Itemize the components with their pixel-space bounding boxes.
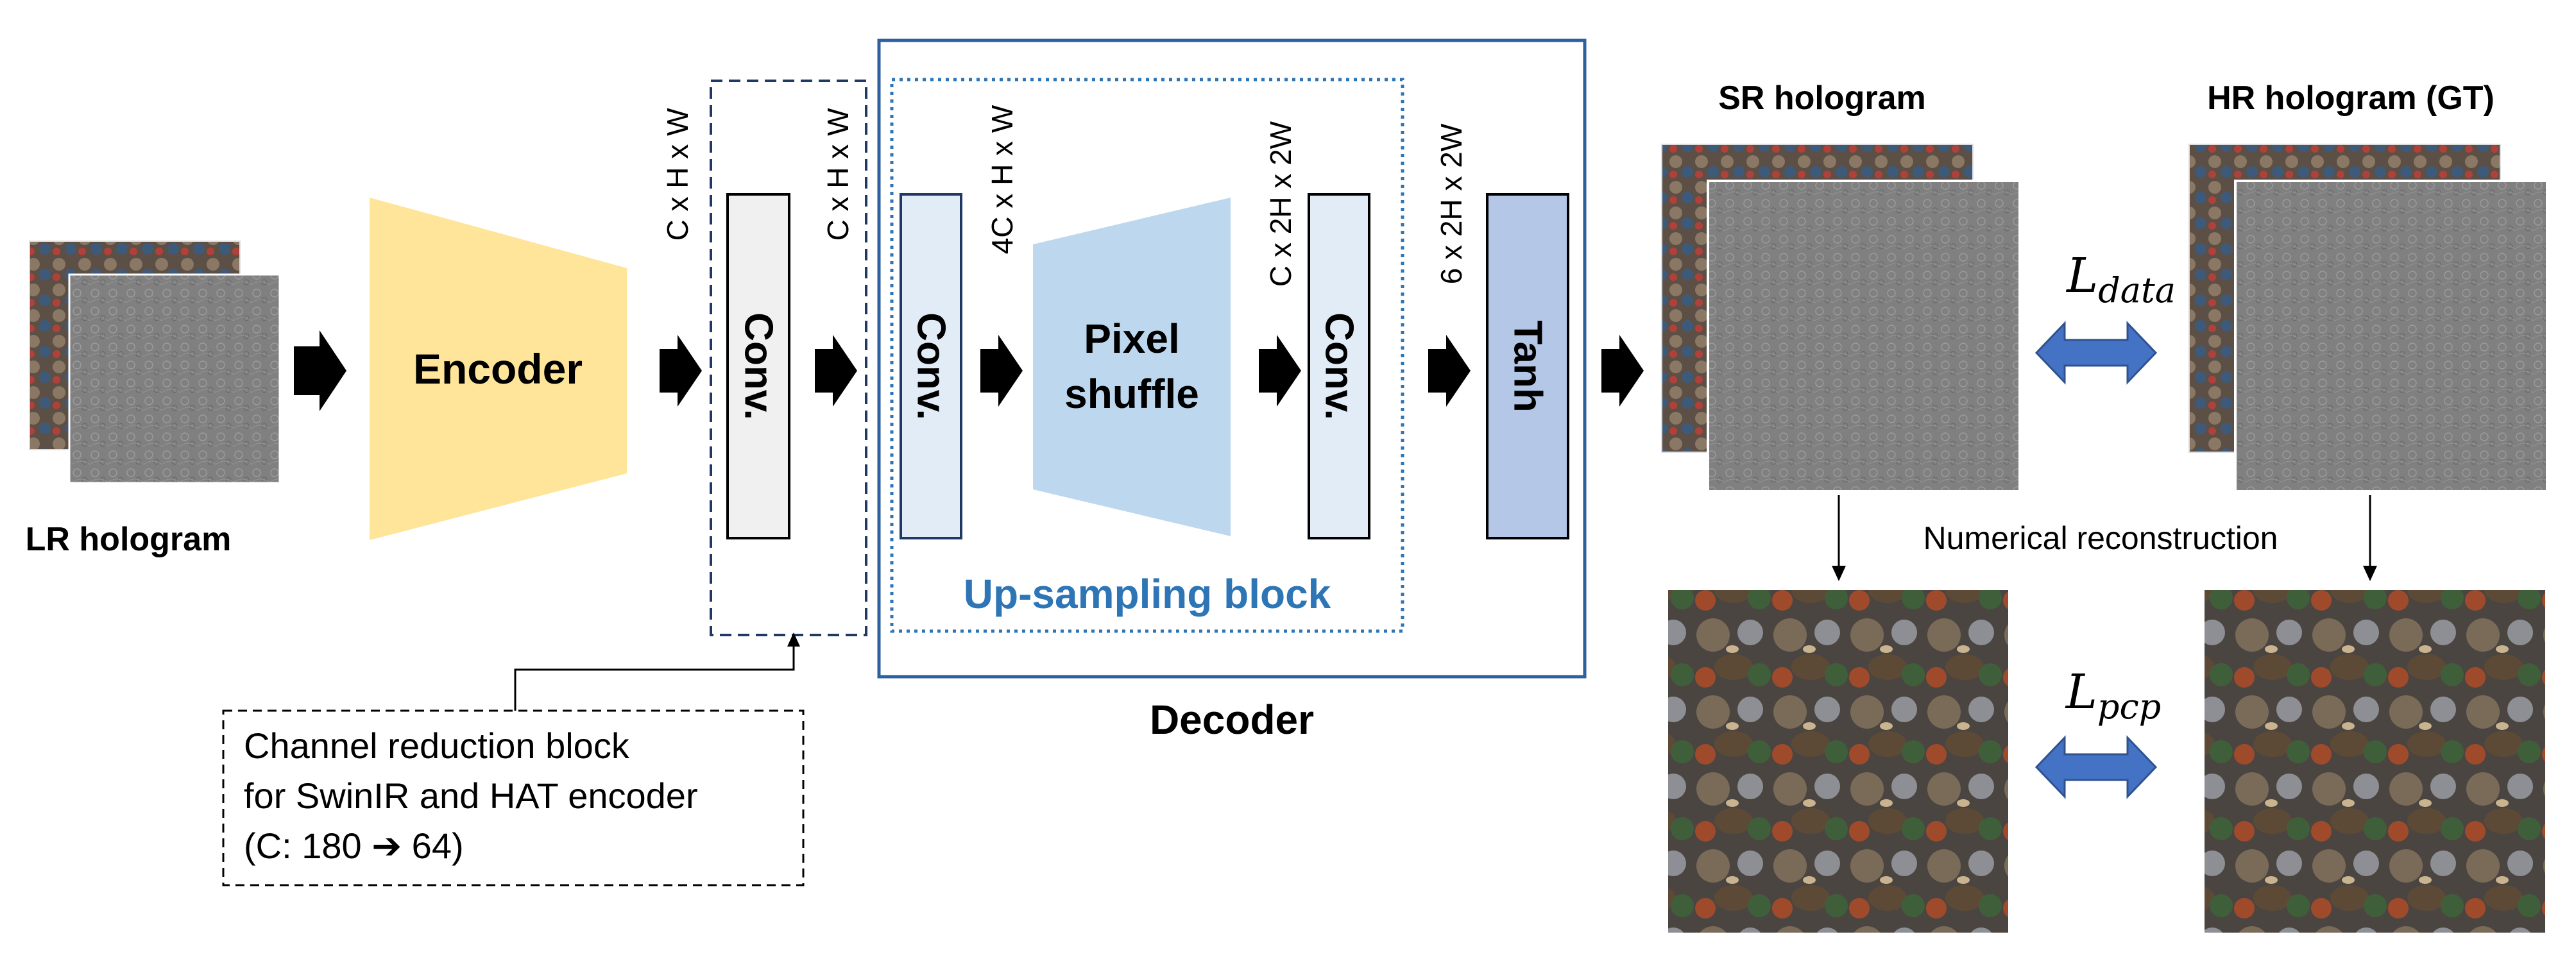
upsampling-block-label: Up-sampling block	[964, 571, 1331, 617]
note-connector-arrowhead-icon	[787, 632, 800, 647]
note-line3-prefix: (C: 180	[244, 826, 371, 866]
loss-data-label: Ldata	[2065, 248, 2176, 310]
encoder-block	[370, 198, 627, 540]
loss-pcp-double-arrow-icon	[2034, 735, 2158, 799]
hr-reconstruction-image	[2205, 590, 2545, 933]
channel-reduction-dashed-box	[710, 80, 867, 636]
flow-arrow-icon	[980, 335, 1023, 407]
hr-hologram-front-image	[2234, 180, 2548, 493]
tanh-block	[1486, 193, 1569, 539]
note-connector-line	[514, 641, 795, 711]
sr-hologram-stack	[1661, 144, 2021, 493]
note-line2: for SwinIR and HAT encoder	[244, 775, 698, 816]
note-line3: (C: 180 ➔ 64)	[244, 826, 464, 866]
hr-hologram-stack	[2188, 144, 2548, 493]
sr-hologram-front-image	[1707, 180, 2021, 493]
loss-pcp-main: L	[2065, 665, 2097, 720]
upsampling-conv1-label: Conv.	[909, 312, 953, 420]
encoder-label: Encoder	[413, 345, 583, 393]
upsampling-conv1-block	[900, 193, 962, 539]
flow-arrow-icon	[815, 335, 857, 407]
dimension-after-conv1: 4C x H x W	[985, 105, 1019, 254]
flow-arrow-icon	[1428, 335, 1471, 407]
dimension-after-shuffle: C x 2H x 2W	[1264, 121, 1297, 287]
note-line3-suffix: 64)	[402, 826, 464, 866]
hr-hologram-title: HR hologram (GT)	[2207, 80, 2495, 117]
lr-hologram-label: LR hologram	[26, 521, 232, 558]
hr-reconstruction-arrowhead-icon	[2363, 566, 2377, 581]
sr-reconstruction-arrowhead-icon	[1832, 566, 1846, 581]
loss-pcp-subscript: pcp	[2097, 686, 2161, 727]
tanh-label: Tanh	[1506, 320, 1550, 412]
reduction-conv-label: Conv.	[737, 312, 781, 420]
lr-hologram-stack	[29, 241, 281, 484]
dimension-after-conv2: 6 x 2H x 2W	[1435, 123, 1468, 284]
upsampling-conv2-label: Conv.	[1317, 312, 1361, 420]
pixel-shuffle-label-line2: shuffle	[1064, 371, 1199, 417]
loss-data-main: L	[2065, 248, 2098, 303]
upsampling-dotted-box	[890, 78, 1404, 633]
flow-arrow-icon	[294, 330, 346, 411]
flow-arrows	[294, 330, 1644, 411]
upsampling-conv2-block	[1308, 193, 1370, 539]
loss-data-double-arrow-icon	[2034, 321, 2158, 385]
loss-pcp-label: Lpcp	[2065, 665, 2162, 727]
flow-arrow-icon	[1601, 335, 1644, 407]
decoder-box	[877, 38, 1587, 679]
note-line1: Channel reduction block	[244, 725, 630, 766]
sr-reconstruction-image	[1668, 590, 2008, 933]
channel-reduction-note-box	[222, 709, 805, 886]
numerical-reconstruction-label: Numerical reconstruction	[1923, 520, 2278, 556]
pixel-shuffle-block	[1033, 198, 1231, 536]
note-arrow-icon: ➔	[371, 826, 402, 866]
reduction-conv-block	[726, 193, 790, 539]
dimension-after-reduction: C x H x W	[821, 108, 855, 241]
dimension-after-encoder: C x H x W	[661, 108, 694, 241]
sr-hologram-title: SR hologram	[1718, 80, 1926, 117]
pixel-shuffle-label-line1: Pixel	[1084, 316, 1179, 362]
flow-arrow-icon	[660, 335, 702, 407]
flow-arrow-icon	[1259, 335, 1301, 407]
lr-hologram-front-image	[68, 273, 281, 484]
loss-data-subscript: data	[2098, 270, 2176, 310]
decoder-label: Decoder	[1150, 697, 1314, 743]
